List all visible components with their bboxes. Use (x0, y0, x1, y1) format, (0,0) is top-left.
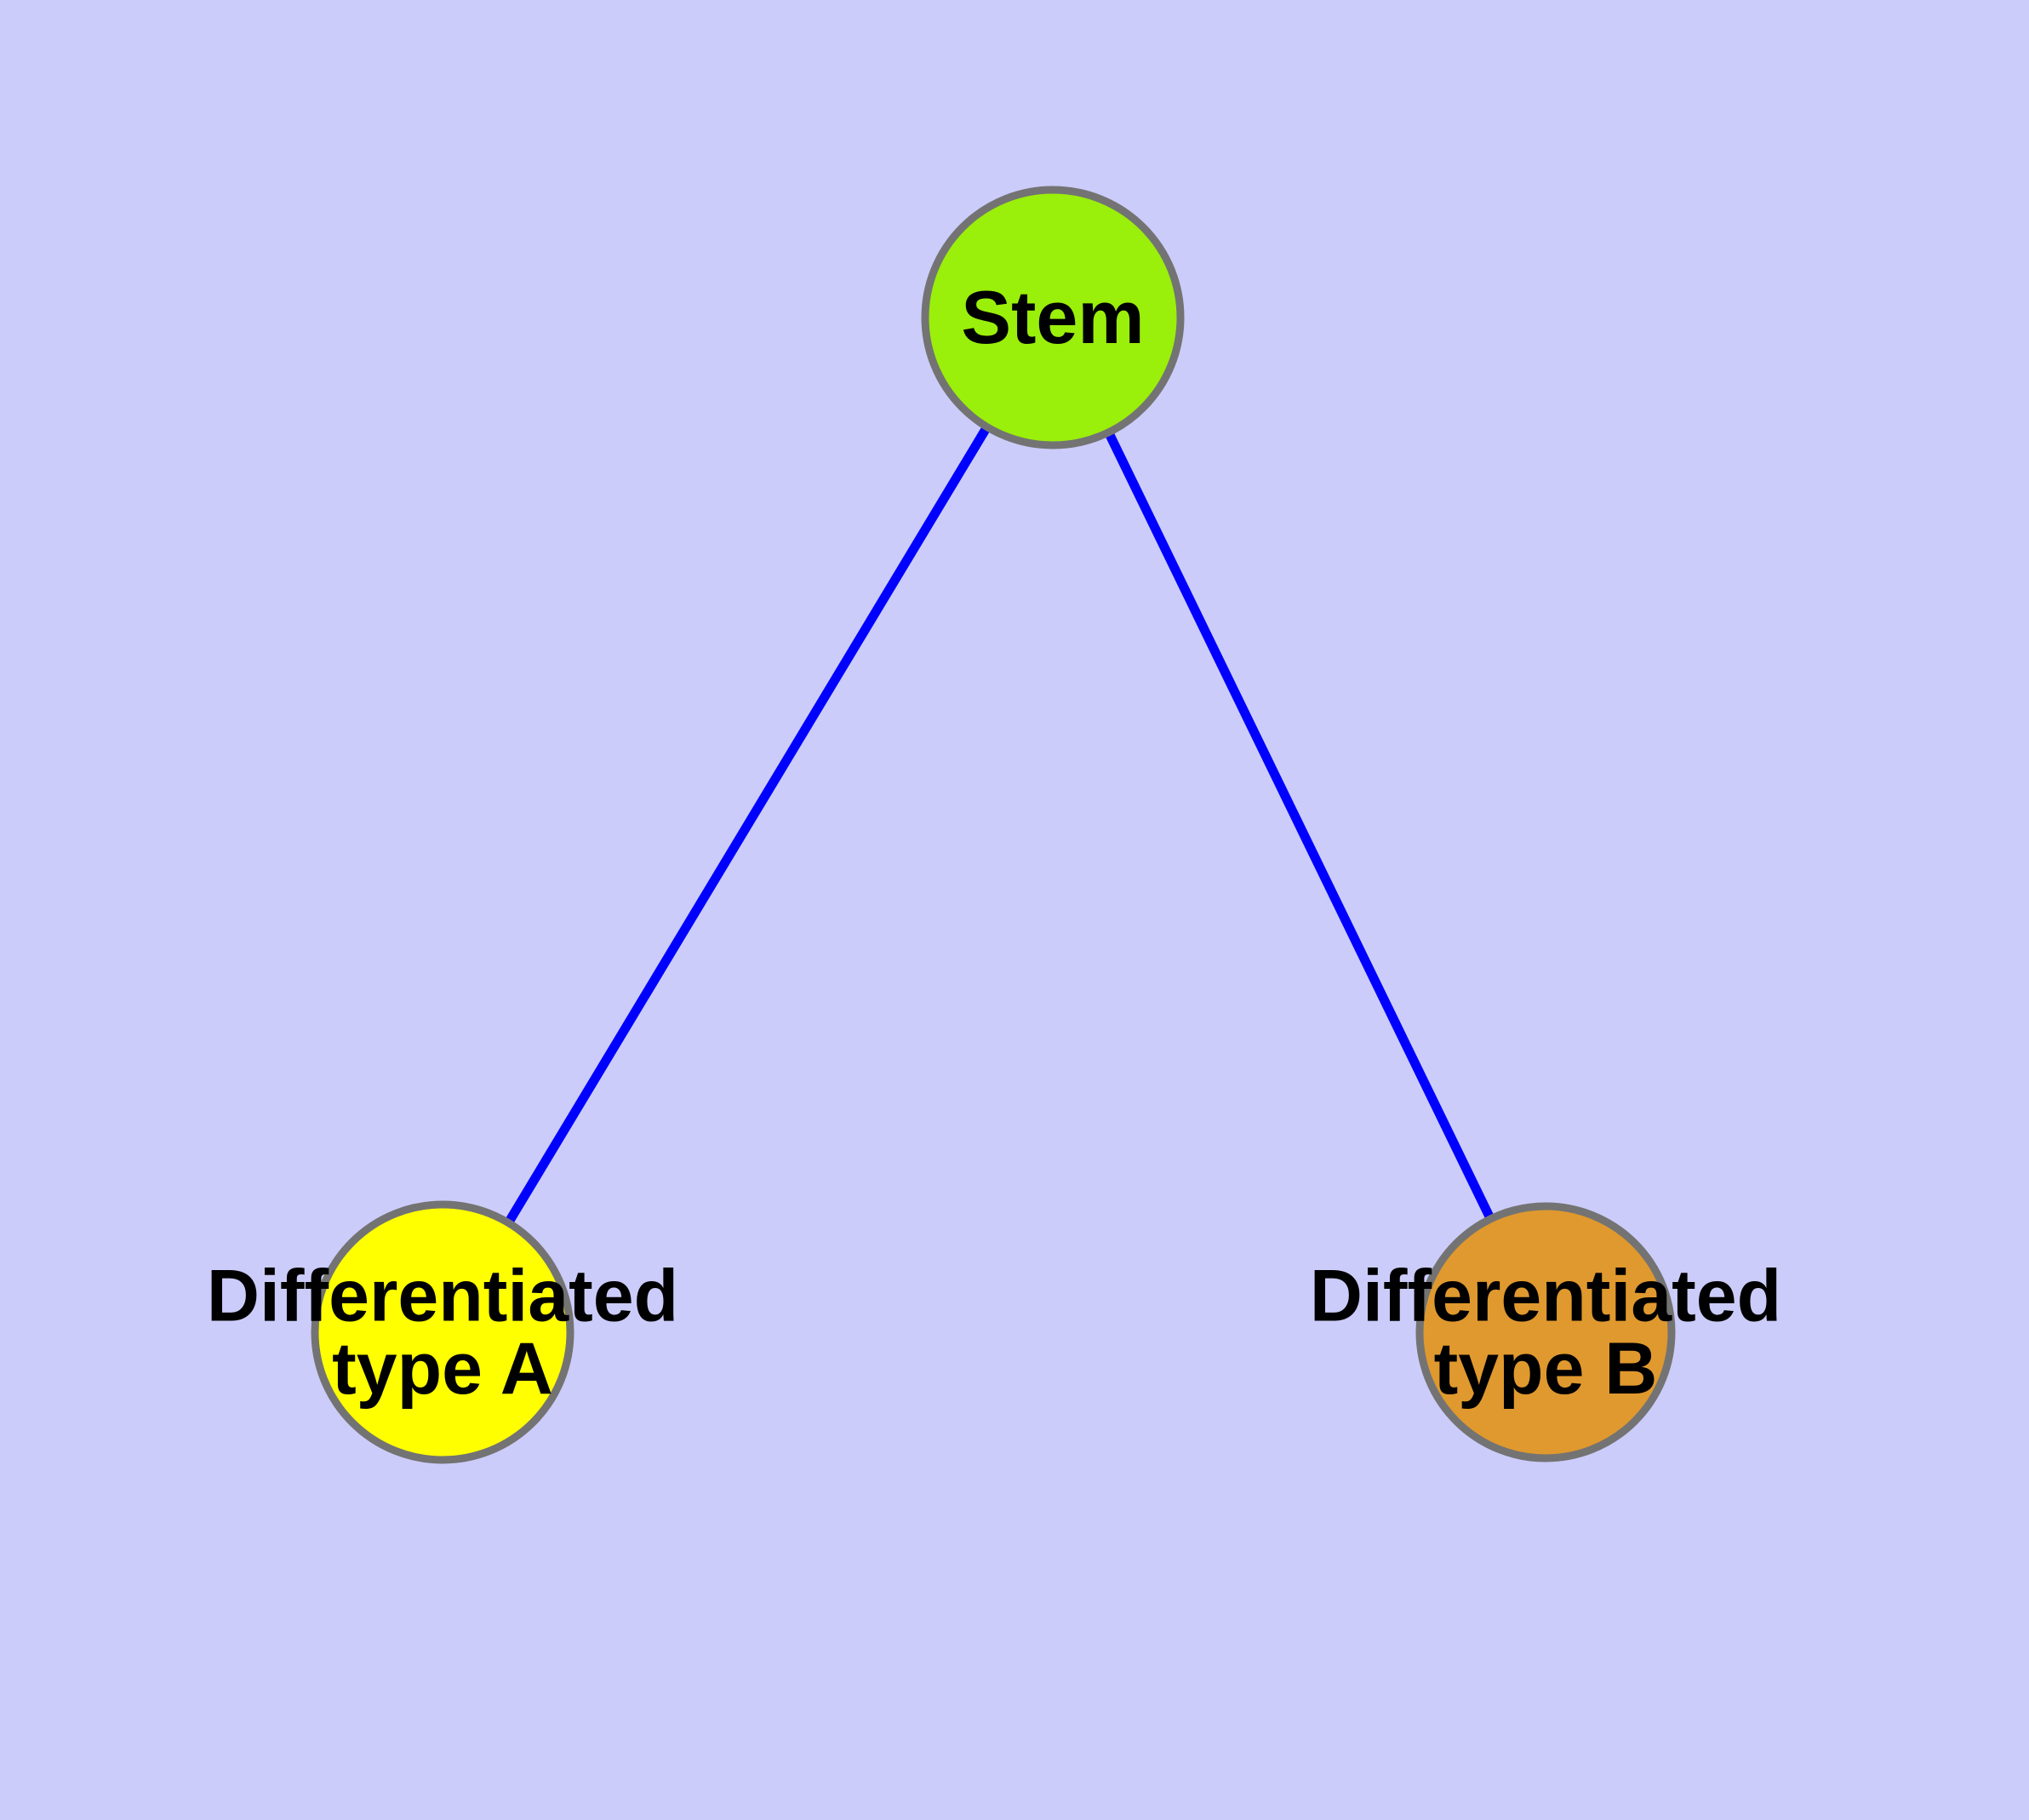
node-differentiated-type-b-circle[interactable] (1415, 1202, 1676, 1462)
label-line: type A (332, 1328, 553, 1410)
edge-stem-to-differentiated-type-b[interactable] (1049, 315, 1550, 1335)
label-line: Differentiated (1310, 1256, 1781, 1337)
label-line: Differentiated (207, 1256, 678, 1337)
edge-layer (438, 315, 1550, 1335)
node-differentiated-type-a-circle[interactable] (311, 1200, 574, 1464)
node-differentiated-type-a[interactable] (311, 1200, 574, 1464)
label-line: Stem (961, 275, 1144, 359)
edge-stem-to-differentiated-type-a[interactable] (438, 315, 1057, 1335)
node-stem-label: Stem (961, 275, 1144, 359)
node-differentiated-type-b[interactable] (1415, 1202, 1676, 1462)
node-layer (311, 186, 1676, 1464)
node-stem-circle[interactable] (921, 186, 1185, 449)
node-stem[interactable] (921, 186, 1185, 449)
label-line: type B (1434, 1328, 1658, 1410)
